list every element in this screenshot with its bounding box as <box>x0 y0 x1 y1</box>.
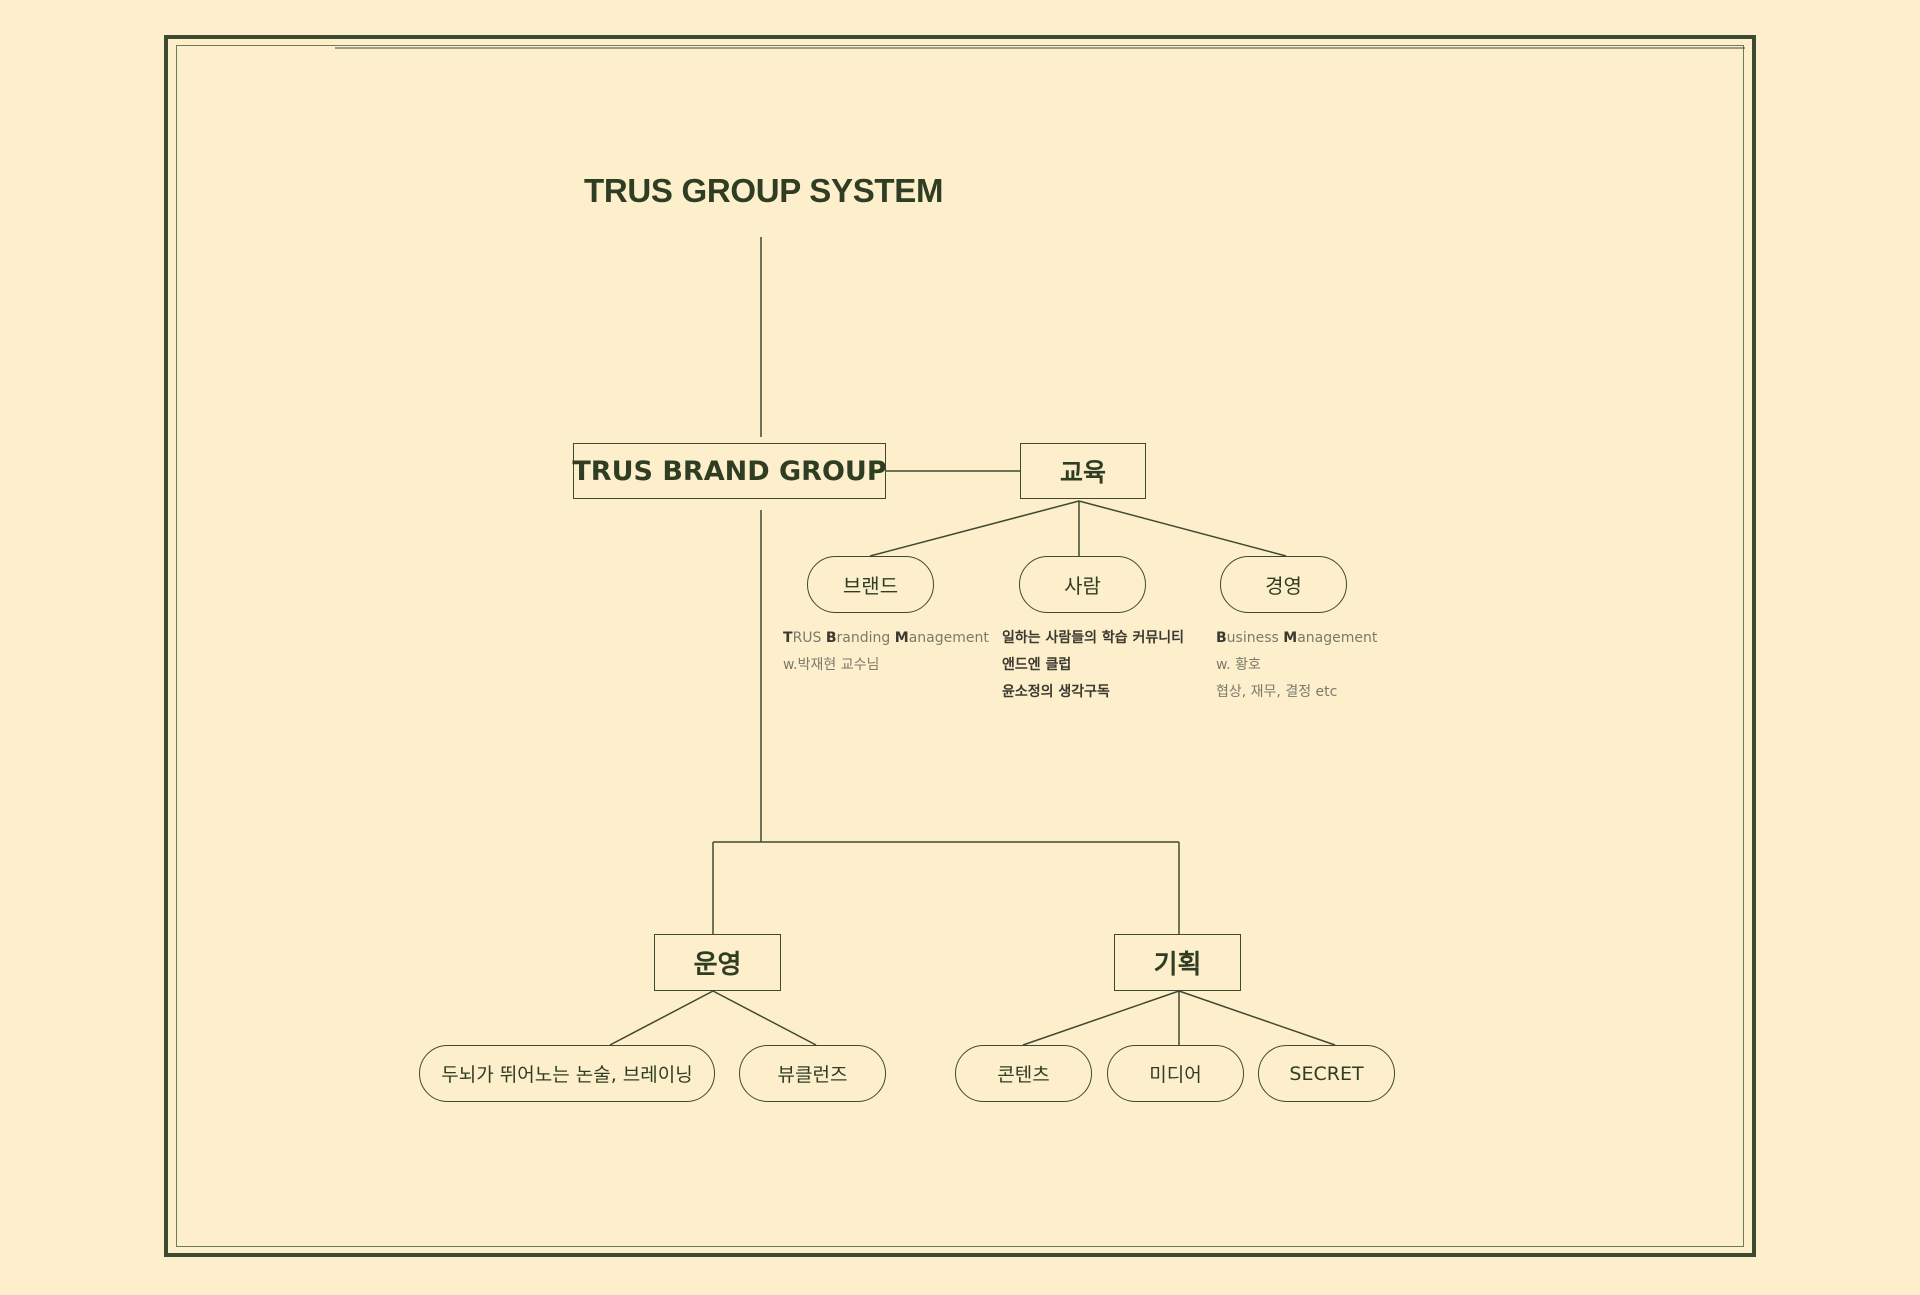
management-description-line1: Business Management <box>1216 630 1378 646</box>
brand-pill[interactable]: 브랜드 <box>807 556 934 613</box>
connector-planning-child3 <box>1178 990 1336 1046</box>
diagram-title: TRUS GROUP SYSTEM <box>584 172 944 209</box>
planning-child-secret[interactable]: SECRET <box>1258 1045 1395 1102</box>
management-description-line3: 협상, 재무, 결정 etc <box>1216 684 1338 700</box>
brand-description: TRUS Branding Management w.박재현 교수님 <box>783 625 989 679</box>
operations-child-buclunz[interactable]: 뷰클런즈 <box>739 1045 886 1102</box>
operations-node[interactable]: 운영 <box>654 934 781 991</box>
connector-education-management <box>1078 500 1287 557</box>
education-node[interactable]: 교육 <box>1020 443 1146 499</box>
management-description-line2: w. 황호 <box>1216 657 1261 673</box>
root-node[interactable]: TRUS BRAND GROUP <box>572 443 887 499</box>
operations-child-buclunz-label: 뷰클런즈 <box>777 1064 848 1086</box>
operations-child-braining[interactable]: 두뇌가 뛰어노는 논술, 브레이닝 <box>419 1045 715 1102</box>
people-pill-label: 사람 <box>1064 574 1101 598</box>
management-pill[interactable]: 경영 <box>1220 556 1347 613</box>
connector-education-brand <box>869 500 1080 557</box>
planning-node[interactable]: 기획 <box>1114 934 1241 991</box>
root-node-label: TRUS BRAND GROUP <box>572 455 887 487</box>
planning-child-contents-label: 콘텐츠 <box>997 1064 1050 1086</box>
planning-child-secret-label: SECRET <box>1289 1062 1364 1085</box>
brand-description-line1: TRUS Branding Management <box>783 630 989 646</box>
management-description: Business Management w. 황호 협상, 재무, 결정 etc <box>1216 625 1377 706</box>
people-pill[interactable]: 사람 <box>1019 556 1146 613</box>
inner-frame <box>176 45 1744 1247</box>
planning-node-label: 기획 <box>1153 950 1202 980</box>
people-description: 일하는 사람들의 학습 커뮤니티 앤드엔 클럽 윤소정의 생각구독 <box>1002 625 1184 706</box>
people-description-line3: 윤소정의 생각구독 <box>1002 684 1110 700</box>
connector-planning-child1 <box>1022 990 1180 1046</box>
planning-child-media-label: 미디어 <box>1149 1064 1202 1086</box>
operations-node-label: 운영 <box>693 950 742 980</box>
connector-operations-child1 <box>609 990 714 1046</box>
planning-child-media[interactable]: 미디어 <box>1107 1045 1244 1102</box>
operations-child-braining-label: 두뇌가 뛰어노는 논술, 브레이닝 <box>441 1064 693 1086</box>
management-pill-label: 경영 <box>1265 574 1302 598</box>
planning-child-contents[interactable]: 콘텐츠 <box>955 1045 1092 1102</box>
people-description-line2: 앤드엔 클럽 <box>1002 657 1072 673</box>
brand-description-line2: w.박재현 교수님 <box>783 657 880 673</box>
outer-frame <box>164 35 1756 1257</box>
people-description-line1: 일하는 사람들의 학습 커뮤니티 <box>1002 630 1185 646</box>
education-node-label: 교육 <box>1059 458 1106 487</box>
brand-pill-label: 브랜드 <box>842 574 899 598</box>
connector-operations-child2 <box>712 990 817 1046</box>
